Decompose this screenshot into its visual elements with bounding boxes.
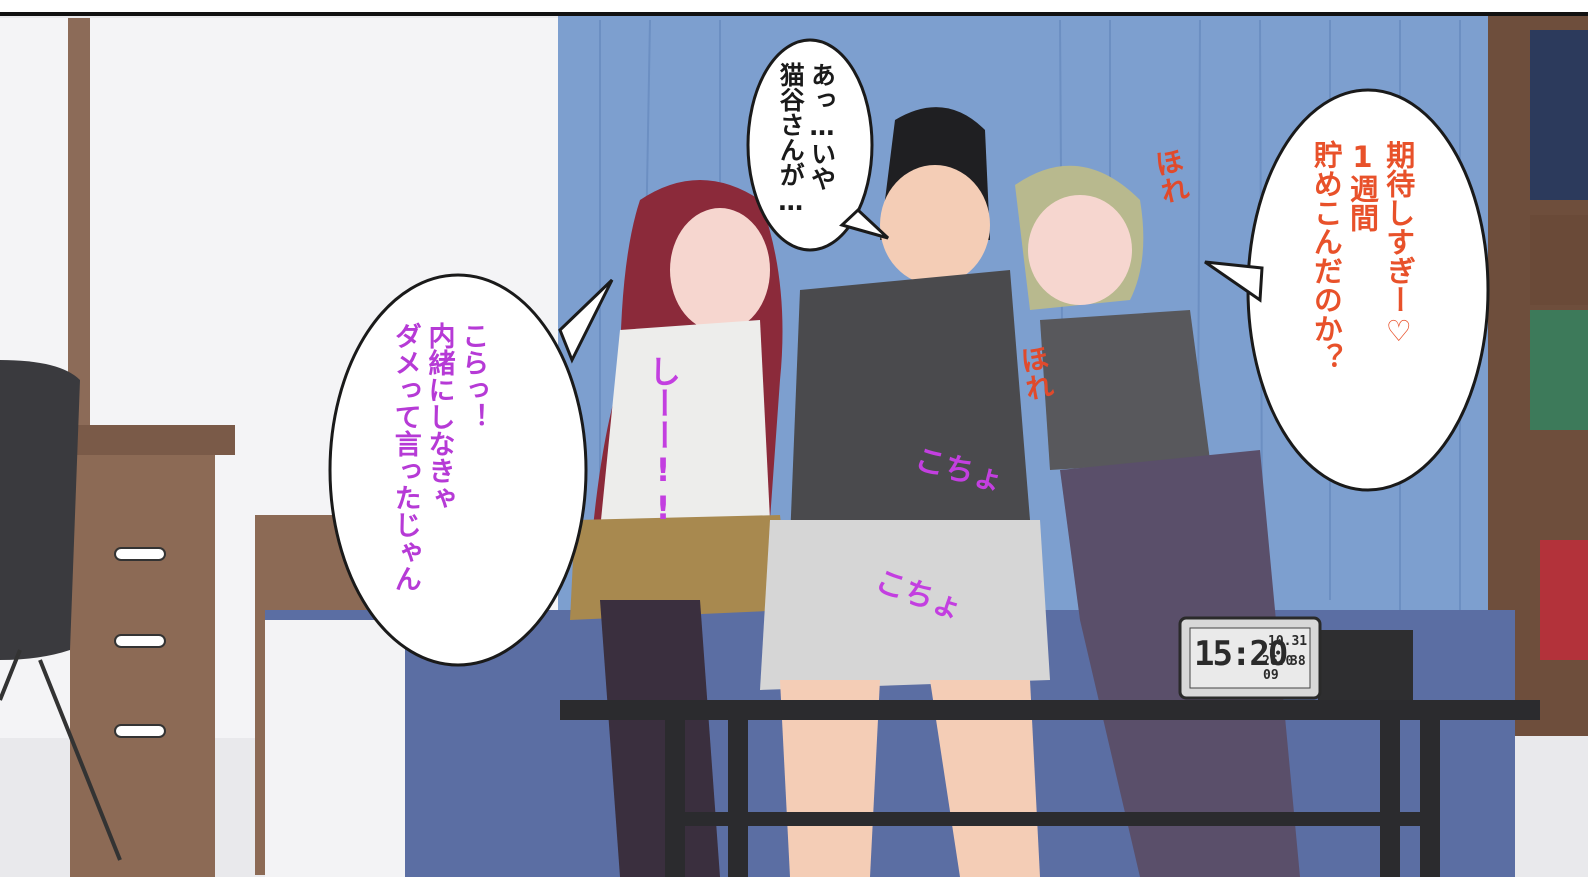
left-girl-legs: [600, 600, 720, 877]
clock-humidity: 38: [1290, 654, 1306, 669]
guy-shorts: [760, 520, 1050, 690]
books-bottom: [1540, 540, 1588, 660]
clock-time: 15:20: [1194, 634, 1288, 674]
speech-bubble-top-center: [746, 38, 890, 252]
desk-drawers: [70, 455, 215, 877]
right-girl-face: [1028, 195, 1132, 305]
guy-shirt: [790, 270, 1030, 540]
tissue-box: [1318, 630, 1413, 700]
speech-text-top-center: あっ…いや 猫谷さんが…: [775, 62, 838, 252]
desk-chair: [0, 360, 80, 660]
left-girl-skirt: [570, 515, 790, 620]
sofa-cover: [265, 620, 405, 877]
speech-line: ダメって言ったじゃん: [389, 322, 421, 592]
speech-line: 内緒にしなきゃ: [423, 322, 455, 511]
speech-bubble-left: [328, 273, 614, 667]
left-girl-top: [600, 320, 770, 530]
sfx-shii: しーー!!: [644, 355, 682, 527]
clock-temperature: 26.0: [1262, 654, 1294, 669]
coffee-table-top: [560, 700, 1540, 720]
guy-face: [880, 165, 990, 285]
right-girl-top: [1040, 310, 1210, 470]
speech-line: 期待しすぎー♡: [1381, 140, 1416, 348]
speech-text-right: 期待しすぎー♡ 1週間 貯めこんだのか？: [1308, 140, 1417, 450]
speech-line: 猫谷さんが…: [776, 62, 806, 216]
books-top: [1530, 30, 1588, 200]
speech-line: あっ…いや: [807, 62, 837, 191]
books-middle: [1530, 310, 1588, 430]
speech-text-left: こらっ！ 内緒にしなきゃ ダメって言ったじゃん: [388, 322, 489, 622]
clock-date: 10.31: [1268, 634, 1308, 649]
speech-bubble-right: [1204, 88, 1490, 492]
left-girl-face: [670, 208, 770, 332]
speech-line: こらっ！: [457, 322, 489, 430]
speech-line: 貯めこんだのか？: [1309, 140, 1344, 372]
speech-line: 1週間: [1345, 140, 1380, 232]
clock-seconds: 09: [1263, 668, 1279, 683]
